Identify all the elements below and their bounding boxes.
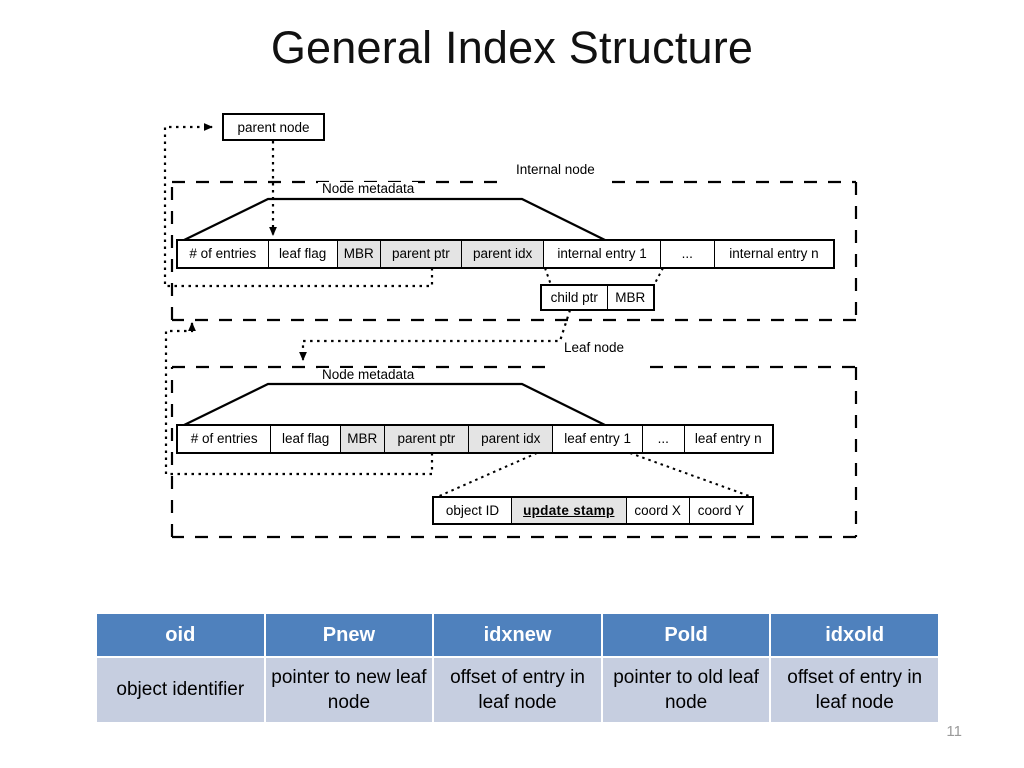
page-title: General Index Structure: [270, 22, 754, 73]
leaf-node-label: Leaf node: [560, 341, 629, 355]
internal-cell-leaf-flag: leaf flag: [268, 241, 338, 267]
internal-entry-detail-box: child ptr MBR: [540, 284, 655, 311]
leaf-metadata-trapezoid: [177, 382, 612, 430]
internal-cell-entry-n: internal entry n: [714, 241, 833, 267]
leaf-cell-parent-idx: parent idx: [469, 426, 554, 452]
internal-node-record-row: # of entries leaf flag MBR parent ptr pa…: [176, 239, 835, 269]
leaf-cell-leaf-flag: leaf flag: [271, 426, 341, 452]
table-header-idxnew: idxnew: [432, 612, 603, 658]
diagram-connectors-svg: [163, 123, 858, 539]
table-cell-pold-desc: pointer to old leaf node: [600, 656, 772, 724]
parent-node-box-label: parent node: [237, 119, 310, 135]
leaf-cell-num-entries: # of entries: [178, 426, 272, 452]
leaf-cell-parent-ptr: parent ptr: [384, 426, 470, 452]
leaf-cell-entry-1: leaf entry 1: [553, 426, 643, 452]
internal-node-label: Internal node: [512, 163, 599, 177]
leaf-entry-detail-box: object ID update stamp coord X coord Y: [432, 496, 754, 525]
child-ptr-to-leaf-dotted: [299, 309, 572, 361]
leaf-entry-to-detail-right-dotted: [629, 452, 753, 498]
table-row: object identifier pointer to new leaf no…: [95, 656, 940, 724]
internal-entry-to-detail-left-dotted: [544, 267, 552, 286]
node-metadata-label-leaf: Node metadata: [318, 368, 419, 382]
internal-cell-parent-idx: parent idx: [461, 241, 545, 267]
table-cell-oid-desc: object identifier: [95, 656, 266, 724]
internal-entry-to-detail-right-dotted: [653, 267, 664, 286]
table-header-pold: Pold: [600, 612, 772, 658]
table-header-idxold: idxold: [769, 612, 940, 658]
slide-page-number: 11: [946, 723, 962, 740]
internal-cell-entry-1: internal entry 1: [544, 241, 661, 267]
internal-cell-num-entries: # of entries: [178, 241, 269, 267]
table-header-pnew: Pnew: [263, 612, 435, 658]
table-cell-idxold-desc: offset of entry in leaf node: [769, 656, 940, 724]
leaf-cell-mbr: MBR: [340, 426, 385, 452]
leaf-parent-ptr-dotted: [164, 322, 434, 476]
internal-cell-ellipsis: ...: [660, 241, 715, 267]
leaf-node-dashed-border: [170, 365, 858, 539]
detail-cell-child-ptr: child ptr: [542, 286, 608, 309]
leaf-node-record-row: # of entries leaf flag MBR parent ptr pa…: [176, 424, 774, 454]
parent-node-box: parent node: [222, 113, 325, 141]
leaf-detail-cell-update-stamp: update stamp: [512, 498, 627, 523]
field-legend-table: oid Pnew idxnew Pold idxold object ident…: [95, 612, 940, 724]
index-structure-diagram: parent node Internal node Node metadata …: [163, 113, 858, 539]
leaf-detail-cell-coord-x: coord X: [626, 498, 690, 523]
internal-cell-parent-ptr: parent ptr: [380, 241, 462, 267]
node-metadata-label-internal: Node metadata: [318, 182, 419, 196]
table-header-row: oid Pnew idxnew Pold idxold: [95, 612, 940, 658]
internal-metadata-trapezoid: [177, 197, 612, 245]
leaf-detail-cell-object-id: object ID: [434, 498, 513, 523]
leaf-entry-to-detail-left-dotted: [436, 452, 538, 498]
table-cell-pnew-desc: pointer to new leaf node: [263, 656, 435, 724]
leaf-detail-cell-coord-y: coord Y: [689, 498, 753, 523]
internal-cell-mbr: MBR: [337, 241, 381, 267]
table-cell-idxnew-desc: offset of entry in leaf node: [432, 656, 603, 724]
leaf-cell-entry-n: leaf entry n: [684, 426, 772, 452]
detail-cell-mbr: MBR: [607, 286, 653, 309]
leaf-cell-ellipsis: ...: [642, 426, 685, 452]
table-header-oid: oid: [95, 612, 266, 658]
